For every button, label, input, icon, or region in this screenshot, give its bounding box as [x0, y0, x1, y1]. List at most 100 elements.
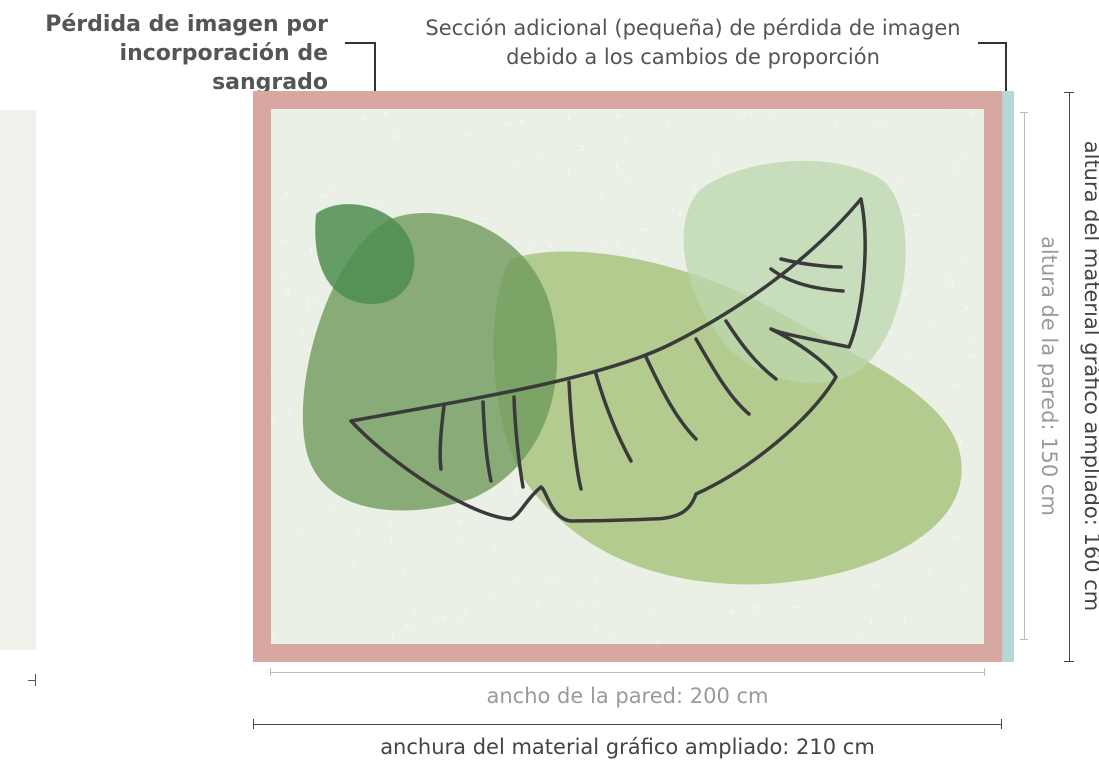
texture-speck: [956, 535, 960, 538]
texture-speck: [333, 505, 337, 509]
texture-speck: [383, 110, 391, 115]
texture-speck: [350, 560, 357, 566]
texture-speck: [388, 520, 394, 526]
texture-speck: [943, 284, 948, 290]
texture-speck: [486, 594, 490, 599]
texture-speck: [389, 135, 397, 138]
texture-speck: [622, 136, 627, 141]
wall-width-line-end: [984, 668, 985, 676]
left-measure-tick-end: [35, 674, 36, 686]
texture-speck: [973, 336, 979, 339]
texture-speck: [567, 170, 571, 176]
mural-artwork: [271, 109, 984, 644]
texture-speck: [951, 282, 954, 288]
texture-speck: [967, 634, 970, 638]
texture-speck: [391, 636, 394, 640]
texture-speck: [902, 615, 907, 623]
material-width-label: anchura del material gráfico ampliado: 2…: [380, 735, 875, 759]
texture-speck: [559, 228, 561, 231]
texture-speck: [594, 575, 597, 581]
texture-speck: [948, 512, 953, 516]
texture-speck: [442, 616, 447, 621]
texture-speck: [653, 257, 656, 262]
texture-speck: [965, 203, 969, 206]
texture-speck: [794, 606, 801, 609]
texture-speck: [624, 179, 629, 183]
texture-speck: [876, 125, 884, 127]
texture-speck: [859, 635, 863, 639]
texture-speck: [511, 164, 514, 168]
bleed-leader-vertical: [374, 42, 376, 96]
texture-speck: [912, 213, 919, 217]
texture-speck: [356, 532, 361, 536]
texture-speck: [964, 305, 970, 311]
texture-speck: [616, 242, 619, 248]
extra-leader-vertical: [1005, 42, 1007, 96]
texture-speck: [615, 164, 618, 171]
material-height-line-start: [1064, 92, 1074, 93]
texture-speck: [316, 298, 320, 303]
texture-speck: [773, 116, 777, 119]
wall-height-label: altura de la pared: 150 cm: [1037, 236, 1061, 516]
texture-speck: [527, 242, 531, 246]
material-height-line: [1069, 92, 1070, 662]
extra-leader-horizontal: [978, 42, 1006, 44]
wall-width-line-start: [270, 668, 271, 676]
texture-speck: [692, 185, 697, 191]
texture-speck: [325, 167, 328, 170]
texture-speck: [466, 133, 471, 138]
texture-speck: [964, 261, 968, 264]
texture-speck: [872, 584, 878, 589]
texture-speck: [960, 586, 964, 590]
texture-speck: [535, 602, 541, 608]
texture-speck: [328, 185, 333, 189]
texture-speck: [325, 579, 329, 582]
left-measure-tick: [28, 680, 36, 681]
pale-green-shape: [683, 160, 906, 384]
texture-speck: [361, 115, 367, 121]
texture-speck: [927, 568, 933, 574]
texture-speck: [599, 242, 603, 247]
texture-speck: [968, 111, 975, 114]
texture-speck: [284, 191, 289, 197]
texture-speck: [288, 410, 293, 416]
texture-speck: [506, 123, 513, 126]
texture-speck: [609, 632, 612, 635]
texture-speck: [597, 231, 602, 236]
texture-speck: [271, 417, 276, 422]
texture-speck: [904, 357, 907, 361]
texture-speck: [656, 638, 661, 644]
texture-speck: [942, 270, 949, 274]
texture-speck: [547, 242, 552, 249]
texture-speck: [577, 144, 585, 148]
texture-speck: [671, 206, 676, 210]
extra-loss-caption: Sección adicional (pequeña) de pérdida d…: [425, 16, 961, 69]
texture-speck: [903, 292, 908, 296]
texture-speck: [926, 324, 931, 328]
wall-width-label: ancho de la pared: 200 cm: [486, 684, 769, 708]
texture-speck: [518, 118, 524, 124]
texture-speck: [630, 248, 637, 253]
texture-speck: [301, 329, 306, 335]
texture-speck: [404, 624, 411, 630]
texture-speck: [729, 610, 735, 614]
wall-height-line-end: [1020, 639, 1028, 640]
texture-speck: [283, 274, 286, 278]
material-width-line: [253, 724, 1002, 725]
texture-speck: [517, 579, 522, 583]
texture-speck: [515, 485, 518, 492]
material-height-label: altura del material gráfico ampliado: 16…: [1080, 140, 1099, 612]
texture-speck: [647, 612, 652, 616]
texture-speck: [462, 204, 466, 208]
texture-speck: [390, 534, 393, 540]
wall-height-line-start: [1020, 112, 1028, 113]
texture-speck: [461, 539, 467, 544]
texture-speck: [869, 619, 873, 624]
texture-speck: [391, 128, 394, 131]
texture-speck: [412, 610, 415, 617]
texture-speck: [947, 109, 951, 114]
texture-speck: [549, 576, 555, 582]
texture-speck: [712, 161, 717, 164]
material-width-line-start: [253, 719, 254, 729]
texture-speck: [306, 296, 312, 304]
